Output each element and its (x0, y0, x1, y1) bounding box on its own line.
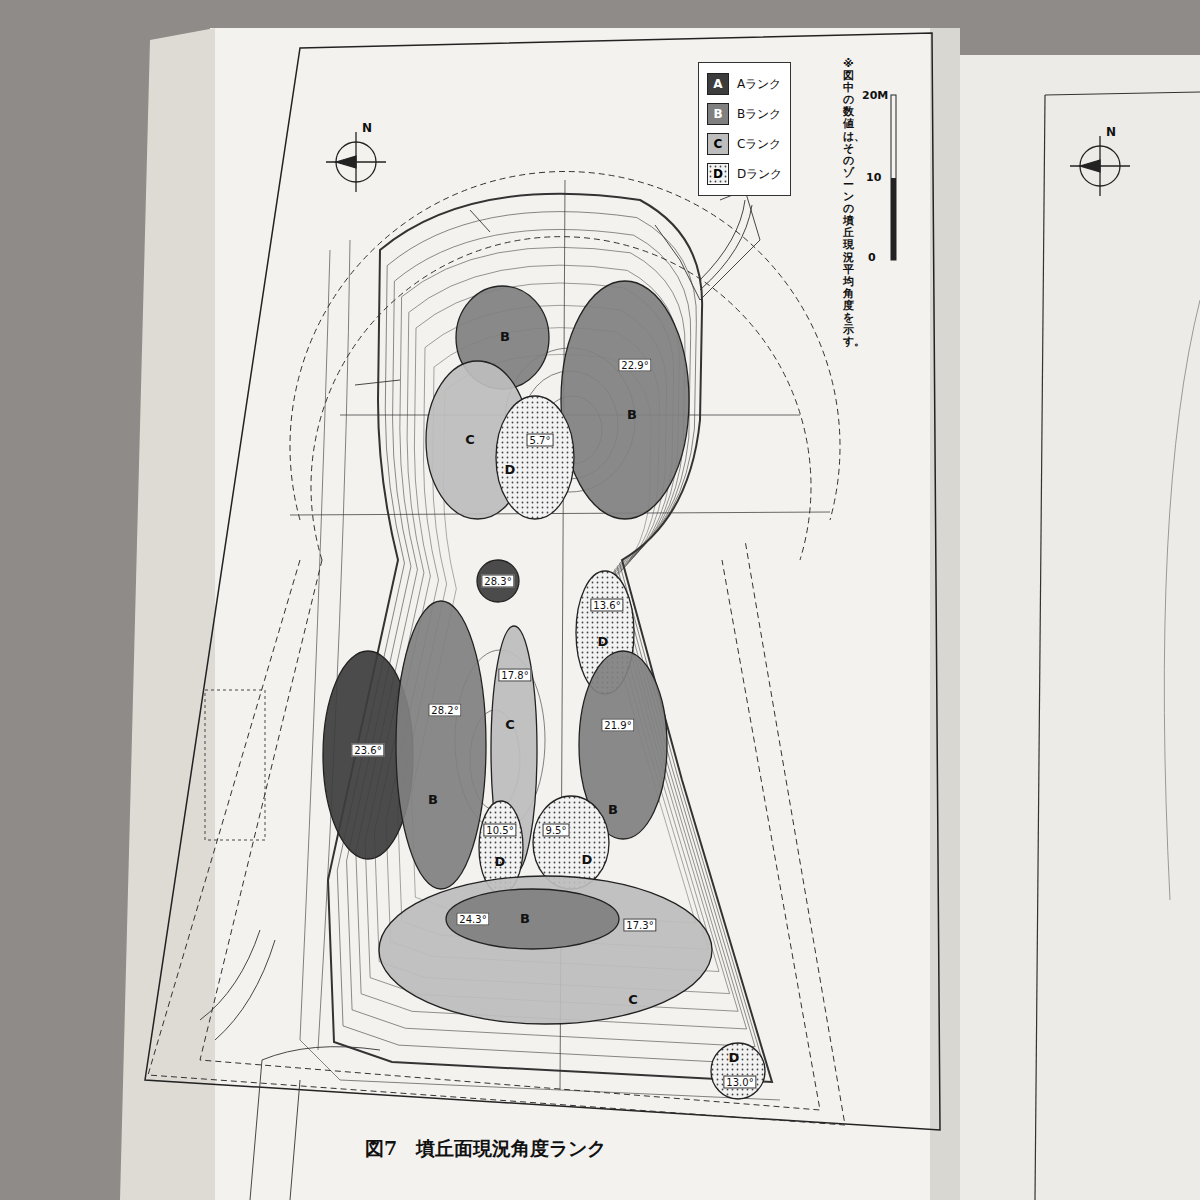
legend-box: A Aランク B Bランク C Cランク D Dランク (698, 62, 791, 196)
slope-zone: 28.2° B (395, 600, 487, 890)
zone-outline (396, 601, 486, 889)
north-mark: N (1106, 126, 1116, 139)
rank-letter: D (505, 463, 516, 477)
angle-value: 5.7° (527, 434, 554, 447)
zone-outline (533, 796, 609, 889)
legend-row: D Dランク (707, 159, 782, 189)
note-text: ※図中の数値は、そのゾーンの墳丘現況平均角度を示す。 (843, 58, 854, 348)
zone-outline (446, 889, 619, 949)
figure-caption: 図7 墳丘面現況角度ランク (365, 1136, 606, 1162)
swatch-letter: C (714, 137, 723, 151)
zone-outline (711, 1043, 765, 1099)
scale-number: 0 (868, 252, 876, 264)
legend-text: Bランク (737, 106, 781, 123)
zone-outline (561, 281, 689, 519)
dot-fill (708, 164, 727, 183)
slope-zone: 28.3° (476, 559, 520, 603)
legend-swatch: A (707, 73, 729, 95)
legend-text: Aランク (737, 76, 781, 93)
rank-letter: B (608, 803, 618, 817)
legend-swatch: B (707, 103, 729, 125)
angle-value: 28.3° (481, 575, 514, 588)
legend-swatch: D (707, 163, 729, 185)
angle-value: 10.5° (483, 824, 516, 837)
rank-letter: D (729, 1051, 740, 1065)
rank-letter: B (627, 408, 637, 422)
angle-value: 22.9° (618, 359, 651, 372)
angle-value: 24.3° (456, 913, 489, 926)
swatch-letter: D (713, 167, 723, 181)
rank-letter: D (582, 853, 593, 867)
scale-number: 10 (866, 172, 881, 184)
angle-value: 28.2° (428, 704, 461, 717)
legend-swatch: C (707, 133, 729, 155)
rank-letter: C (628, 993, 638, 1007)
angle-value: 17.8° (498, 669, 531, 682)
zone-outline (496, 396, 574, 519)
zone-outline (477, 560, 519, 602)
slope-zone: B 22.9° (560, 280, 690, 520)
slope-zone: D 13.0° (710, 1042, 766, 1100)
zone-shape (495, 395, 575, 520)
rank-letter: C (505, 718, 515, 732)
rank-letter: D (495, 855, 506, 869)
slope-zone: D 5.7° (495, 395, 575, 520)
zone-shape (560, 280, 690, 520)
legend-text: Dランク (737, 166, 782, 183)
swatch-letter: A (713, 77, 722, 91)
angle-value: 17.3° (623, 919, 656, 932)
rank-letter: C (465, 433, 475, 447)
angle-value: 13.6° (590, 599, 623, 612)
rank-letter: B (520, 912, 530, 926)
angle-value: 21.9° (601, 719, 634, 732)
legend-row: B Bランク (707, 99, 782, 129)
scale-unit: 20M (862, 90, 888, 102)
rank-letter: B (428, 793, 438, 807)
rank-letter: D (598, 635, 609, 649)
legend-text: Cランク (737, 136, 781, 153)
angle-value: 23.6° (351, 744, 384, 757)
legend-row: C Cランク (707, 129, 782, 159)
angle-value: 9.5° (543, 824, 570, 837)
angle-value: 13.0° (723, 1076, 756, 1089)
zone-shape (395, 600, 487, 890)
slope-zone: 24.3° B (445, 888, 620, 950)
rank-letter: B (500, 330, 510, 344)
swatch-letter: B (713, 107, 722, 121)
zone-outline (379, 876, 712, 1024)
north-mark: N (362, 122, 372, 135)
legend-row: A Aランク (707, 69, 782, 99)
